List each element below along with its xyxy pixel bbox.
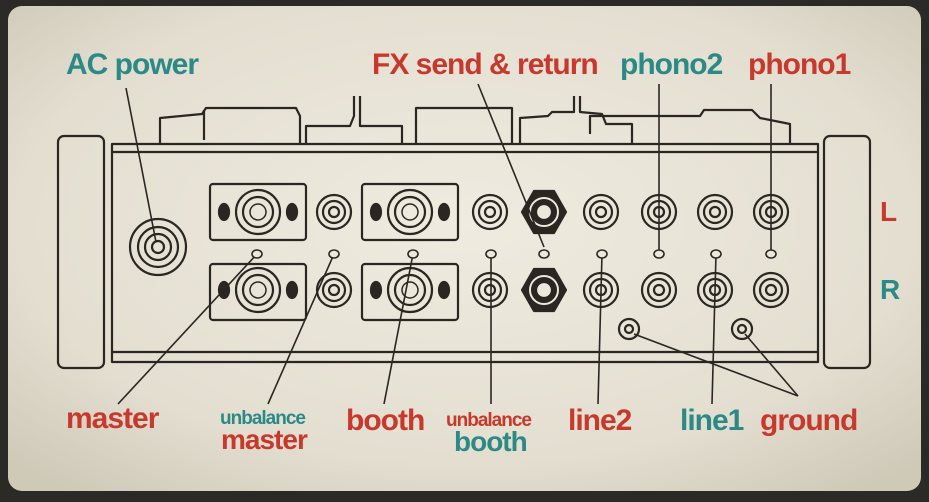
label-unbalance-master-bottom: master bbox=[221, 424, 308, 455]
top-controls-silhouette bbox=[158, 96, 792, 144]
ac-power-socket bbox=[128, 217, 188, 277]
unbalance-booth-rca-right bbox=[471, 271, 509, 309]
label-unbalance-master-top: unbalance bbox=[220, 408, 306, 429]
leader-lines bbox=[117, 83, 799, 405]
line2-rca-left bbox=[582, 193, 620, 231]
label-channel-left: L bbox=[880, 196, 897, 227]
label-ac-power: AC power bbox=[66, 48, 199, 81]
panel-body bbox=[110, 142, 820, 364]
paper-background bbox=[8, 6, 921, 491]
label-phono1: phono1 bbox=[748, 48, 851, 81]
right-end-cheek bbox=[822, 134, 872, 370]
booth-xlr-left bbox=[360, 182, 460, 242]
left-end-cheek bbox=[56, 134, 106, 370]
line1-rca-left bbox=[696, 193, 734, 231]
unbalance-master-rca-right bbox=[315, 271, 353, 309]
label-phono2: phono2 bbox=[620, 48, 723, 81]
label-fx-send-return: FX send & return bbox=[372, 48, 599, 81]
phono2-rca-right bbox=[640, 271, 678, 309]
phono1-rca-right bbox=[752, 271, 790, 309]
ground-terminal-right bbox=[730, 317, 754, 341]
label-master: master bbox=[66, 402, 159, 435]
label-line1: line1 bbox=[680, 404, 744, 437]
fx-return-jack bbox=[520, 267, 568, 313]
booth-xlr-right bbox=[360, 262, 460, 322]
label-ground: ground bbox=[760, 404, 858, 437]
master-xlr-left bbox=[208, 182, 308, 242]
fx-send-jack bbox=[520, 189, 568, 235]
unbalance-booth-rca-left bbox=[471, 193, 509, 231]
unbalance-master-rca-left bbox=[315, 193, 353, 231]
label-channel-right: R bbox=[880, 274, 900, 305]
ground-terminal-left bbox=[617, 317, 641, 341]
label-unbalance-booth-bottom: booth bbox=[454, 426, 528, 457]
label-booth: booth bbox=[346, 404, 425, 437]
label-line2: line2 bbox=[568, 404, 632, 437]
label-unbalance-booth-top: unbalance bbox=[446, 410, 532, 431]
